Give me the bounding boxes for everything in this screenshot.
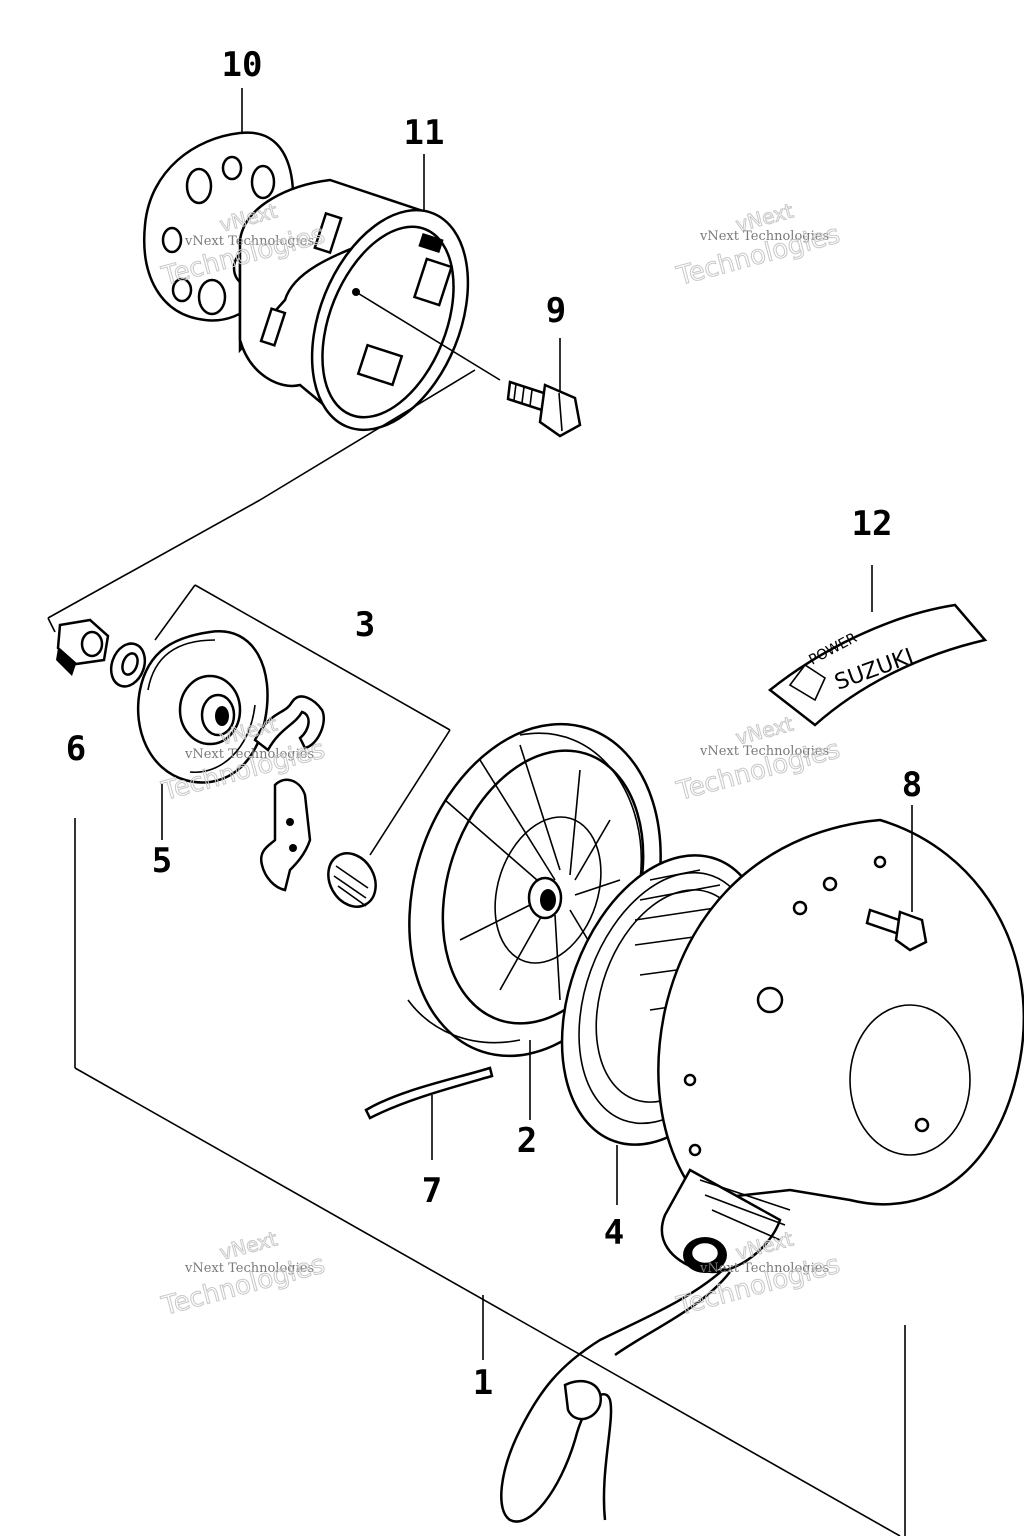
part-5-ratchet-plate (136, 630, 269, 784)
washer (109, 642, 147, 688)
callout-10: 10 (222, 45, 263, 85)
starter-rope-handle (500, 1267, 731, 1523)
part-12-emblem (767, 565, 988, 727)
part-6-hex-nut (56, 618, 110, 676)
callout-5: 5 (152, 841, 172, 881)
assembly-lines (47, 369, 906, 1536)
callout-2: 2 (517, 1121, 537, 1161)
callout-7: 7 (422, 1171, 442, 1211)
part-1-starter-housing (657, 818, 1024, 1274)
callout-11: 11 (404, 113, 445, 153)
watermark-6: vNext vNext Technologies Technologies (673, 1226, 844, 1323)
callout-9: 9 (546, 291, 566, 331)
svg-text:vNext Technologies: vNext Technologies (184, 1261, 314, 1276)
part-8-screw (865, 805, 928, 952)
svg-text:vNext Technologies: vNext Technologies (699, 1261, 829, 1276)
watermark-4: vNext vNext Technologies Technologies (673, 711, 844, 808)
svg-text:vNext Technologies: vNext Technologies (699, 229, 829, 244)
leader-lines (161, 88, 484, 1360)
callout-12: 12 (852, 504, 893, 544)
watermark-5: vNext vNext Technologies Technologies (158, 1226, 329, 1323)
callout-6: 6 (66, 729, 86, 769)
part-11-starter-cup (238, 178, 501, 432)
pawl-spring-coil (327, 852, 377, 908)
svg-text:vNext Technologies: vNext Technologies (699, 744, 829, 759)
svg-text:vNext Technologies: vNext Technologies (184, 747, 314, 762)
pawl (259, 778, 312, 892)
watermark-2: vNext vNext Technologies Technologies (673, 198, 844, 293)
callout-3: 3 (355, 605, 375, 645)
callout-8: 8 (902, 765, 922, 805)
callout-1: 1 (473, 1363, 493, 1403)
callout-4: 4 (604, 1213, 624, 1253)
part-7-rope (364, 1066, 494, 1160)
pawl-spring (253, 695, 325, 752)
svg-text:vNext: vNext (217, 1226, 280, 1264)
svg-text:vNext Technologies: vNext Technologies (184, 234, 314, 249)
part-9-bolt (506, 380, 582, 438)
